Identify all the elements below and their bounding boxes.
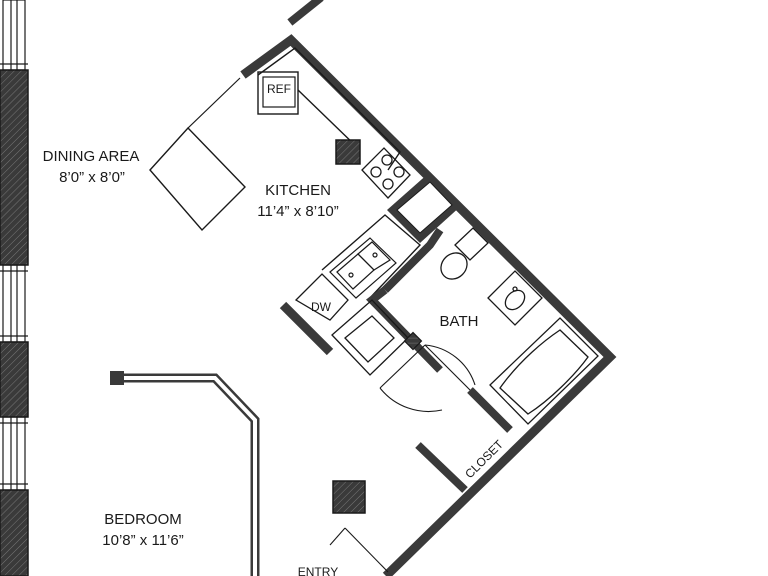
dishwasher-wall [279, 301, 334, 356]
window-left-middle [0, 264, 28, 343]
dishwasher [294, 273, 349, 321]
bathtub [489, 317, 599, 425]
dining-table [149, 126, 246, 232]
entry-wall [415, 442, 468, 493]
entry-door[interactable] [329, 527, 389, 573]
laundry-closet [331, 299, 409, 376]
pipe-chase [403, 331, 423, 351]
dishwasher-label: DW [311, 300, 332, 314]
structural-column-bedroom [332, 480, 366, 514]
refrigerator-label: REF [267, 82, 291, 96]
bath-wall-left [382, 227, 444, 293]
kitchen-name: KITCHEN [265, 182, 331, 199]
entry-label: ENTRY [298, 565, 338, 576]
bath-wall-inner [366, 286, 443, 373]
bedroom-partition-edge [118, 376, 257, 576]
cooktop [361, 147, 411, 199]
utility-box [387, 172, 462, 243]
exterior-wall-left [0, 69, 29, 576]
toilet [440, 227, 489, 280]
dining-area-name: DINING AREA [43, 148, 140, 165]
window-left-top [0, 0, 28, 71]
window-left-bottom [0, 416, 28, 491]
dining-area-size: 8’0” x 8’0” [59, 169, 125, 186]
closet-wall [467, 387, 513, 433]
bath-sink [487, 270, 543, 326]
kitchen-counter-lower [321, 214, 422, 301]
exterior-wall-diagonal [240, 34, 617, 576]
bath-door[interactable] [379, 344, 443, 413]
bedroom-name: BEDROOM [104, 511, 182, 528]
refrigerator [262, 76, 296, 108]
kitchen-sink [329, 237, 397, 299]
partition-post [110, 371, 124, 385]
laundry-door[interactable] [424, 344, 476, 391]
kitchen-counter-edge [187, 77, 241, 129]
kitchen-size: 11’4” x 8’10” [257, 203, 338, 220]
kitchen-counter-top [257, 47, 401, 171]
exterior-wall-top [287, 0, 324, 26]
structural-column-kitchen [335, 139, 361, 165]
bath-name: BATH [440, 313, 479, 330]
bedroom-size: 10’8” x 11’6” [102, 532, 183, 549]
